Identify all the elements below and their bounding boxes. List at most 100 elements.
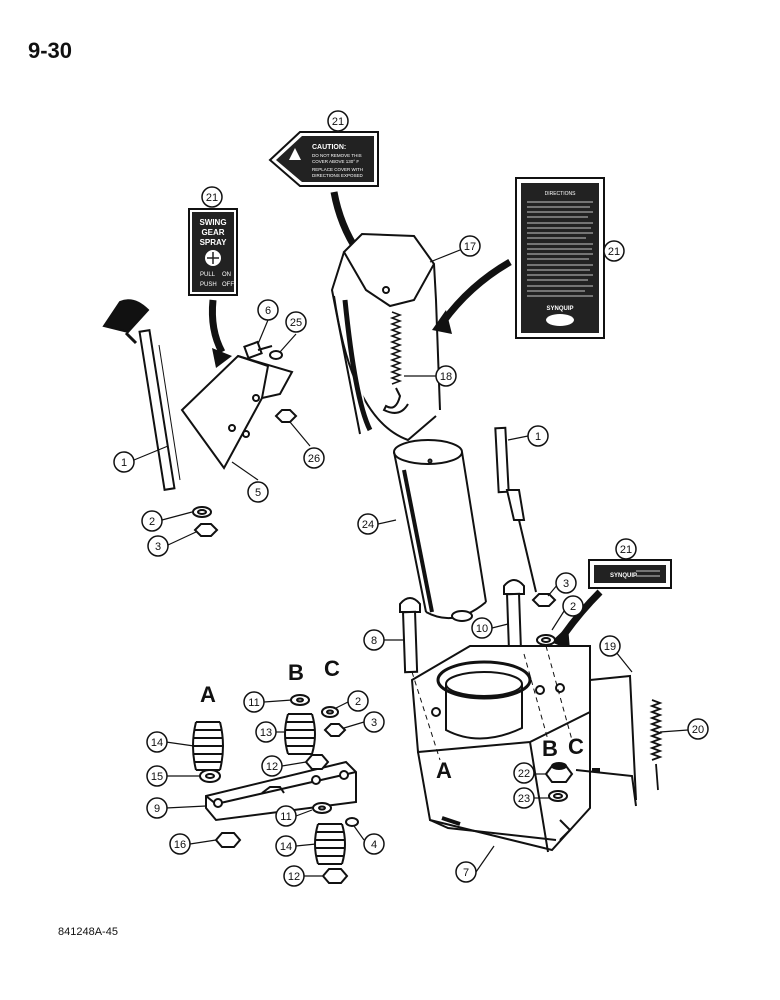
position-letter-b-plate: B [288,660,304,685]
spray-housing [410,645,591,853]
callout-2-plate: 2 [355,696,361,708]
callout-4: 4 [371,839,377,851]
arrow-to-bracket [208,299,226,354]
directions-brand: SYNQUIP [546,306,573,312]
position-letter-a-housing: A [436,758,452,783]
washer-left [192,506,212,518]
callout-2-right: 2 [570,601,576,613]
callout-1-left: 1 [121,457,127,469]
position-letter-c-housing: C [568,734,584,759]
callout-2-left: 2 [149,516,155,528]
callout-circles [113,110,709,887]
mounting-bracket [180,354,294,470]
warning-triangle-icon [289,148,301,160]
spray-tube [575,674,637,807]
canister-cover [330,232,441,442]
long-bolt [399,597,421,674]
callout-5: 5 [255,487,261,499]
bracket-bolt [243,340,273,360]
caution-decal: CAUTION: DO NOT REMOVE THIS COVER ABOVE … [268,131,379,187]
callout-7: 7 [463,867,469,879]
decal-swing-text: SWING [199,218,226,227]
short-bolt [503,579,525,656]
lock-nut-b-upper [304,754,330,770]
spring-b-upper [284,713,316,755]
lock-nut-lower [321,868,349,884]
position-letter-b-housing: B [542,736,558,761]
callout-21-caution: 21 [332,116,344,128]
caution-line-1: DO NOT REMOVE THIS [312,153,362,158]
position-letter-c-plate: C [324,656,340,681]
decal-on-text: ON [222,272,231,278]
tension-spring [382,311,409,414]
spring-washer-b [290,694,310,706]
nut-right [531,593,557,607]
spring-washer-a [199,769,221,783]
bracket-nut [274,409,298,423]
decal-push-text: PUSH [200,282,217,288]
callout-1-right: 1 [535,431,541,443]
callout-21-small-label: 21 [620,544,632,556]
callout-3-plate: 3 [371,717,377,729]
spring-a [192,721,224,771]
fitting-washer [548,790,568,802]
callout-25: 25 [290,317,302,329]
callout-21-swing-gear: 21 [206,192,218,204]
spring-washer-lower [312,802,332,814]
callout-15: 15 [151,771,163,783]
callout-19: 19 [604,641,616,653]
callout-18: 18 [440,371,452,383]
caution-line-4: DIRECTIONS EXPOSED [312,173,364,178]
washer-c [321,706,339,718]
alignment-lines [411,645,573,761]
lock-nut-a [214,832,242,848]
callout-6: 6 [265,305,271,317]
small-label-brand: SYNQUIP [610,573,637,579]
directions-title: DIRECTIONS [545,191,577,197]
hose-guard-spring [649,699,663,791]
caution-line-2: COVER ABOVE 130° F [312,159,359,164]
decal-gear-text: GEAR [201,228,224,237]
callout-13: 13 [260,727,272,739]
callout-12-upper: 12 [266,761,278,773]
directions-text-lines [527,201,593,297]
drawing-reference-number: 841248A-45 [58,926,118,938]
grease-canister [393,439,487,622]
callout-23: 23 [518,793,530,805]
caution-line-3: REPLACE COVER WITH [312,167,363,172]
decal-pull-text: PULL [200,272,216,278]
nut-c [323,723,347,737]
callout-17: 17 [464,241,476,253]
bracket-washer [269,350,283,360]
small-brand-decal: SYNQUIP [588,559,672,589]
leader-lines [133,245,689,877]
callout-10: 10 [476,623,488,635]
callout-20: 20 [692,724,704,736]
spray-handle-rod-left [102,299,181,491]
callout-11-upper: 11 [248,697,259,709]
washer-right [536,634,556,646]
caution-title: CAUTION: [312,144,346,151]
callout-14-lower: 14 [280,841,292,853]
spray-handle-rod-right [494,426,537,593]
directions-decal: DIRECTIONS SYNQUIP [515,177,605,339]
decal-off-text: OFF [222,282,234,288]
page-number: 9-30 [28,38,73,63]
spring-lower [314,823,346,865]
callout-16: 16 [174,839,186,851]
callout-3-right: 3 [563,578,569,590]
callout-8: 8 [371,635,377,647]
decal-spray-text: SPRAY [200,238,227,247]
callout-26: 26 [308,453,320,465]
position-letter-a-plate: A [200,682,216,707]
swing-gear-spray-decal: SWING GEAR SPRAY PULL ON PUSH OFF [188,208,238,296]
callout-21-directions: 21 [608,246,620,258]
callout-22: 22 [518,768,530,780]
callout-14-upper: 14 [151,737,163,749]
callout-11-lower: 11 [280,811,291,823]
nut-left [193,523,219,537]
directions-logo-icon [546,314,574,326]
callout-12-lower: 12 [288,871,300,883]
callout-3-left: 3 [155,541,161,553]
